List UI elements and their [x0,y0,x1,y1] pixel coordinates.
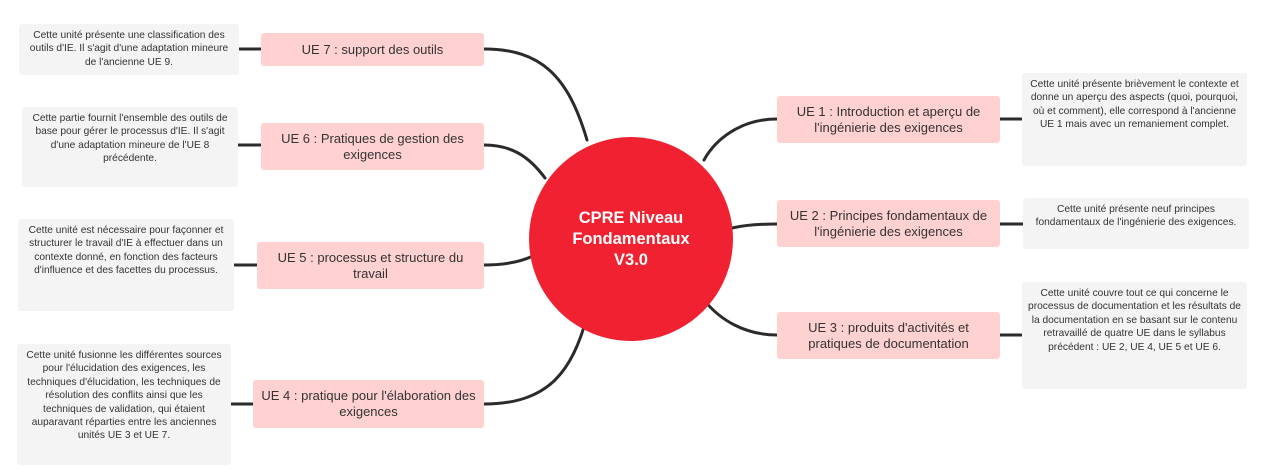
note-ue6-text: Cette partie fournit l'ensemble des outi… [32,113,228,165]
note-ue1: Cette unité présente brièvement le conte… [1022,73,1247,166]
note-ue1-text: Cette unité présente brièvement le conte… [1030,79,1239,131]
branch-ue7[interactable]: UE 7 : support des outils [261,33,484,66]
central-topic-title: CPRE Niveau Fondamentaux V3.0 [572,208,690,269]
branch-ue3[interactable]: UE 3 : produits d'activités et pratiques… [777,312,1000,359]
connector-ue4 [482,315,589,406]
note-ue4: Cette unité fusionne les différentes sou… [17,344,231,465]
branch-ue1-label: UE 1 : Introduction et aperçu de l'ingén… [796,103,981,135]
branch-ue4[interactable]: UE 4 : pratique pour l'élaboration des e… [253,380,484,428]
note-ue6: Cette partie fournit l'ensemble des outi… [22,107,238,187]
branch-ue6-label: UE 6 : Pratiques de gestion des exigence… [281,130,464,162]
note-ue3-text: Cette unité couvre tout ce qui concerne … [1028,288,1241,353]
connector-ue7 [482,47,589,142]
branch-ue3-label: UE 3 : produits d'activités et pratiques… [808,319,969,351]
connector-ue6 [482,143,547,180]
branch-ue5[interactable]: UE 5 : processus et structure du travail [257,242,484,289]
note-ue2: Cette unité présente neuf principes fond… [1023,198,1249,249]
note-ue2-text: Cette unité présente neuf principes fond… [1035,204,1237,229]
branch-ue5-label: UE 5 : processus et structure du travail [277,249,464,281]
branch-ue2-label: UE 2 : Principes fondamentaux de l'ingén… [789,207,988,239]
connector-ue5 [482,254,535,267]
note-ue3: Cette unité couvre tout ce qui concerne … [1022,282,1247,389]
branch-ue2[interactable]: UE 2 : Principes fondamentaux de l'ingén… [777,200,1000,247]
branch-ue6[interactable]: UE 6 : Pratiques de gestion des exigence… [261,123,484,170]
note-ue5-text: Cette unité est nécessaire pour façonner… [28,225,224,277]
branch-ue4-label: UE 4 : pratique pour l'élaboration des e… [261,388,476,419]
note-ue4-text: Cette unité fusionne les différentes sou… [26,350,222,442]
branch-ue1[interactable]: UE 1 : Introduction et aperçu de l'ingén… [777,96,1000,143]
connector-ue1 [702,117,779,162]
branch-ue7-label: UE 7 : support des outils [301,41,444,57]
note-ue7: Cette unité présente une classification … [19,24,239,75]
connector-ue3 [702,298,779,337]
connector-ue2 [730,222,779,230]
note-ue5: Cette unité est nécessaire pour façonner… [18,219,234,311]
note-ue7-text: Cette unité présente une classification … [29,30,229,68]
central-topic[interactable]: CPRE Niveau Fondamentaux V3.0 [529,137,733,341]
